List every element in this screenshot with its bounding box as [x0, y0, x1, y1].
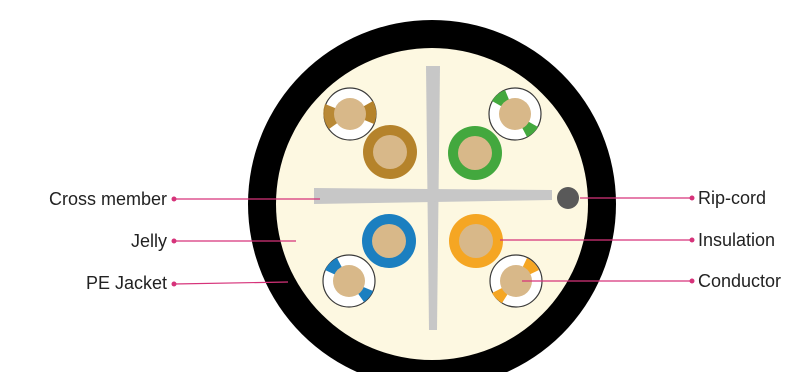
white-green-stripe-pair — [488, 87, 542, 141]
leader-lines — [171, 195, 695, 287]
leader-dot-jelly — [171, 238, 177, 244]
label-conductor: Conductor — [698, 271, 782, 291]
pair-brown-conductor — [373, 135, 407, 169]
label-pe-jacket: PE Jacket — [85, 273, 167, 293]
label-rip-cord: Rip-cord — [698, 188, 767, 208]
white-blue-conductor — [333, 265, 365, 297]
pair-orange-conductor — [459, 224, 493, 258]
white-brown-conductor — [334, 98, 366, 130]
pair-blue — [362, 214, 416, 268]
cross-member-horizontal — [314, 188, 552, 204]
rip-cord — [557, 187, 579, 209]
leader-dot-conductor — [689, 278, 695, 284]
leader-dot-insulation — [689, 237, 695, 243]
white-green-conductor — [499, 98, 531, 130]
leader-pe-jacket — [173, 281, 289, 285]
pair-green-conductor — [458, 136, 492, 170]
cross-member — [314, 66, 552, 330]
pair-orange — [449, 214, 503, 268]
white-brown-stripe-pair — [323, 87, 377, 141]
leader-dot-cross-member — [171, 196, 177, 202]
leader-dot-pe-jacket — [171, 281, 177, 287]
pair-brown — [363, 125, 417, 179]
white-blue-stripe-pair — [322, 254, 376, 308]
white-orange-conductor — [500, 265, 532, 297]
label-cross-member: Cross member — [48, 189, 167, 209]
pair-blue-conductor — [372, 224, 406, 258]
label-insulation: Insulation — [698, 230, 776, 250]
pair-green — [448, 126, 502, 180]
label-jelly: Jelly — [130, 231, 167, 251]
leader-dot-rip-cord — [689, 195, 695, 201]
